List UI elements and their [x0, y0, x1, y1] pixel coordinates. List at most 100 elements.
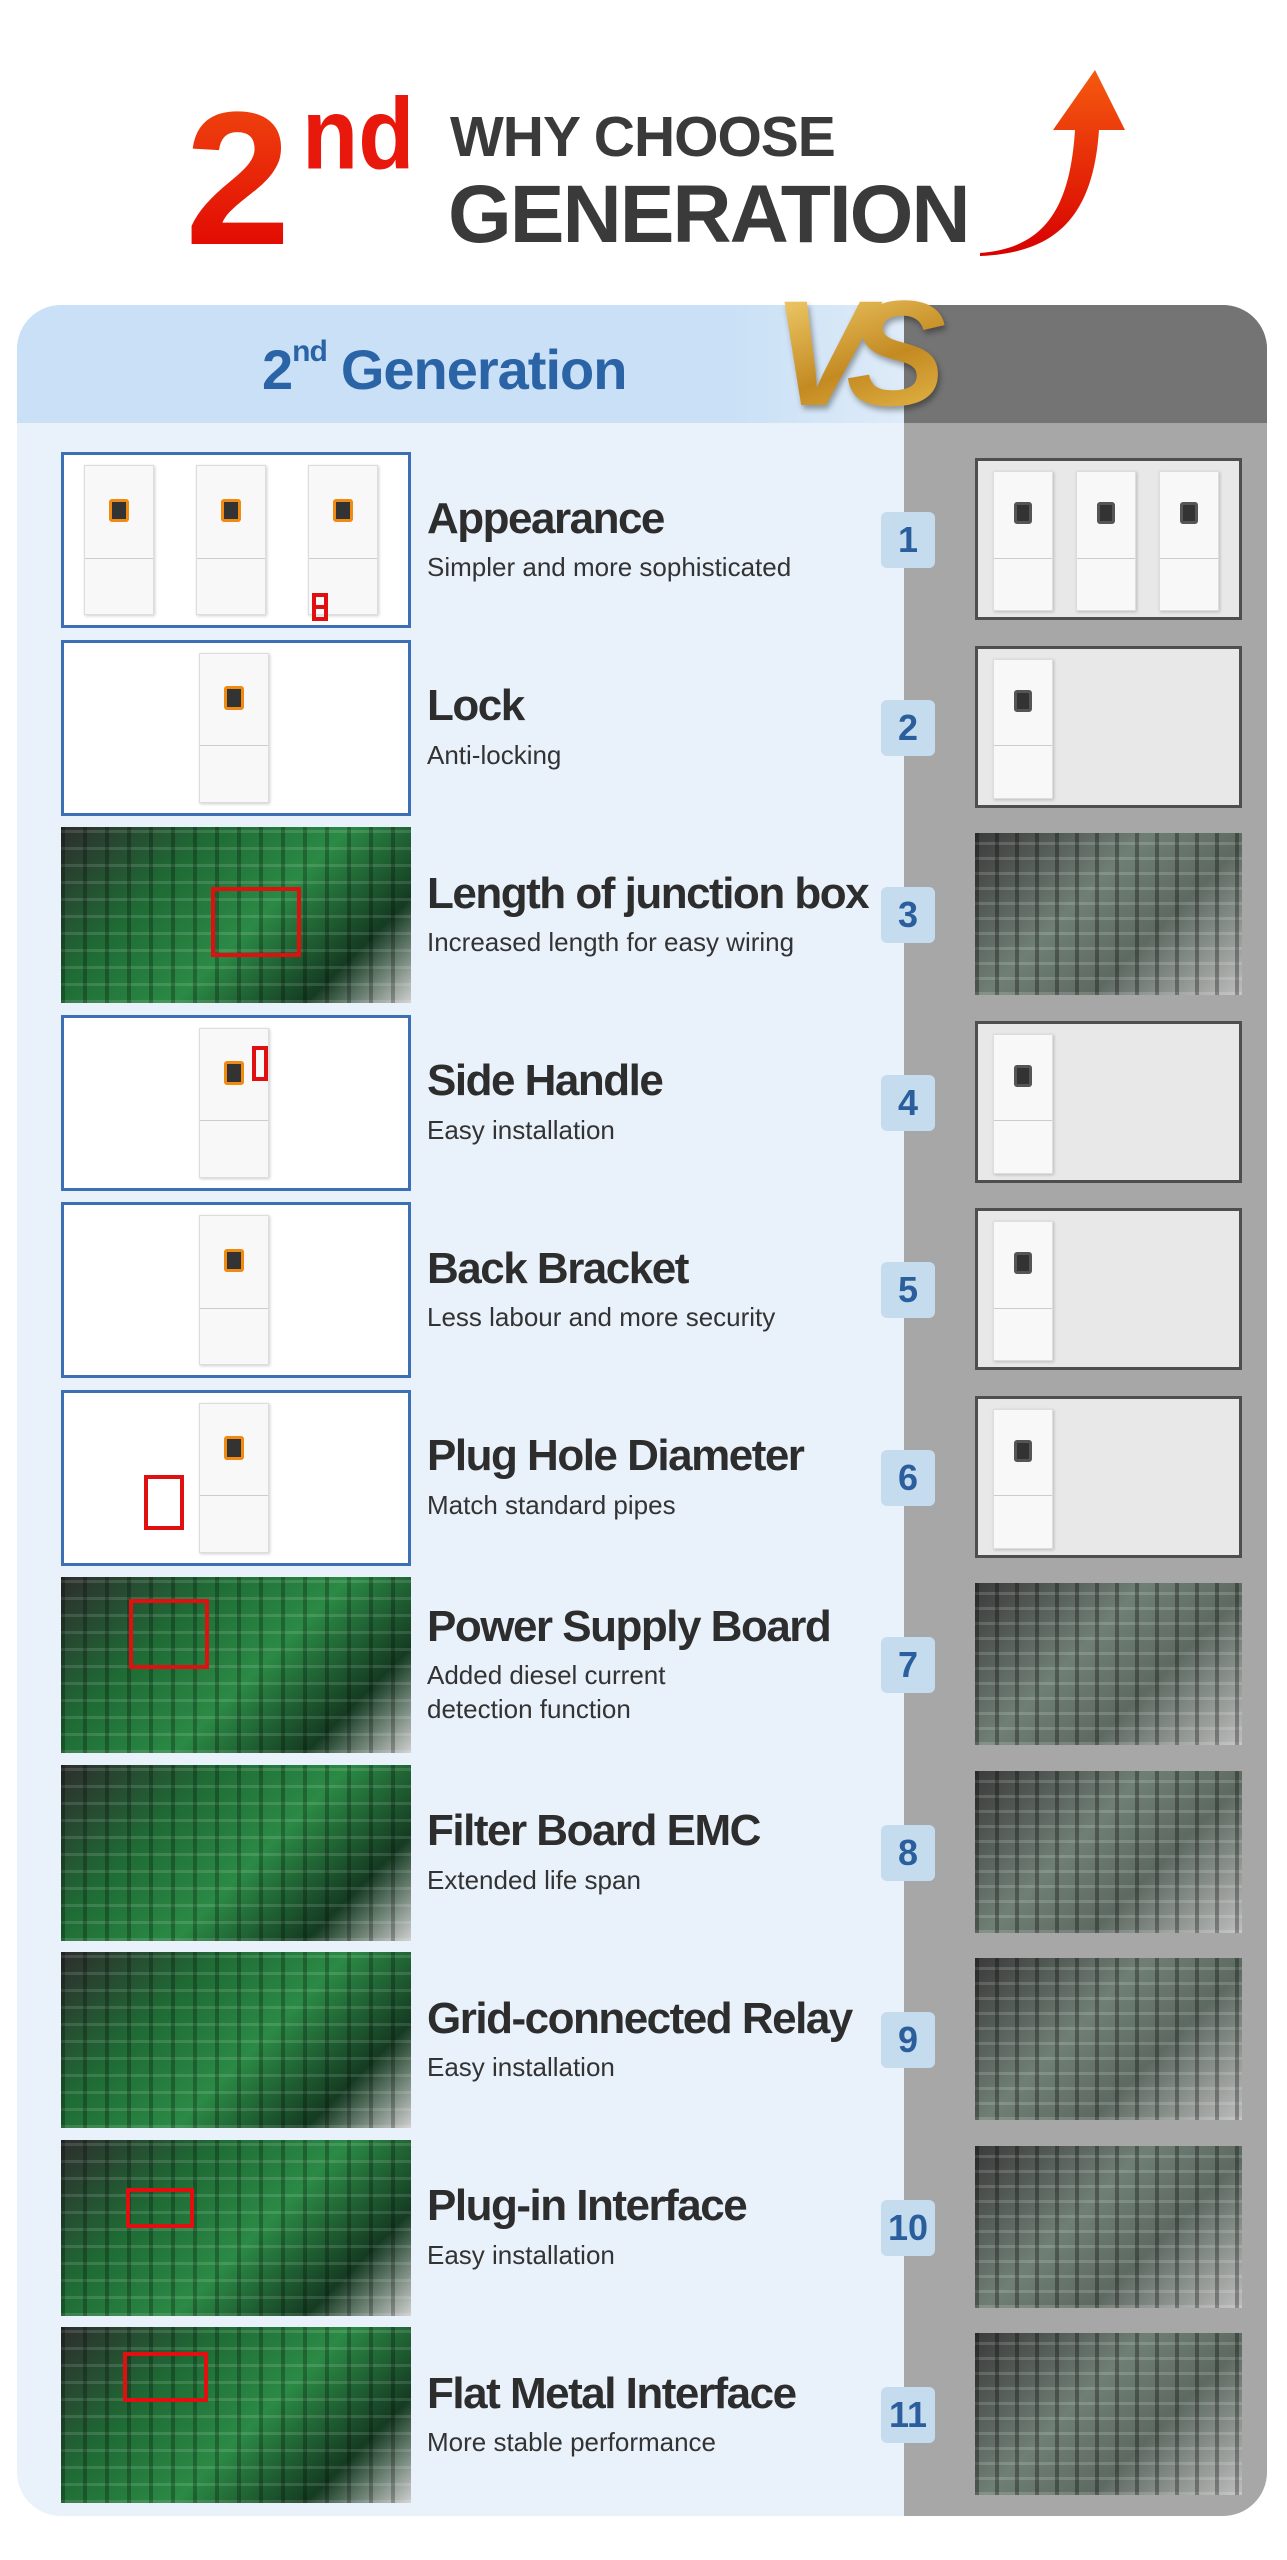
inverter-unit: [199, 1215, 269, 1365]
feature-text: Filter Board EMC Extended life span: [427, 1765, 887, 1941]
feature-title: Plug-in Interface: [427, 2181, 748, 2231]
inverter-unit: [993, 1408, 1053, 1549]
new-generation-photo: [61, 452, 411, 628]
new-generation-photo: [61, 1764, 411, 1941]
comparison-row: Back Bracket Less labour and more securi…: [0, 1202, 1287, 1378]
comparison-row: Length of junction box Increased length …: [0, 827, 1287, 1003]
comparison-row: Flat Metal Interface More stable perform…: [0, 2327, 1287, 2503]
inverter-unit: [993, 1221, 1053, 1361]
feature-description: Easy installation: [427, 2239, 615, 2270]
feature-number-badge: 11: [881, 2387, 935, 2443]
feature-description: Extended life span: [427, 1864, 641, 1895]
feature-title: Appearance: [427, 493, 665, 543]
inverter-unit: [1159, 471, 1219, 611]
feature-text: Flat Metal Interface More stable perform…: [427, 2327, 887, 2503]
hero-ordinal-suffix: nd: [302, 78, 415, 191]
old-generation-photo: [975, 645, 1242, 808]
feature-description: More stable performance: [427, 2427, 717, 2458]
comparison-row: Appearance Simpler and more sophisticate…: [0, 452, 1287, 628]
feature-title: Filter Board EMC: [427, 1806, 761, 1856]
feature-number-badge: 5: [881, 1262, 935, 1318]
highlight-box: [211, 887, 301, 957]
feature-title: Grid-connected Relay: [427, 1993, 853, 2043]
comparison-row: Plug Hole Diameter Match standard pipes …: [0, 1389, 1287, 1566]
vs-logo: VS: [772, 278, 972, 448]
feature-text: Plug-in Interface Easy installation: [427, 2140, 887, 2316]
old-generation-photo: [975, 458, 1242, 620]
new-generation-photo: [61, 2139, 411, 2316]
inverter-unit: [308, 465, 378, 615]
feature-text: Lock Anti-locking: [427, 640, 887, 816]
new-generation-photo: [61, 827, 411, 1003]
feature-description: Added diesel current detection function: [427, 1660, 666, 1725]
feature-text: Back Bracket Less labour and more securi…: [427, 1202, 887, 1378]
comparison-row: Grid-connected Relay Easy installation 9: [0, 1952, 1287, 2128]
hero-line2: GENERATION: [448, 169, 971, 260]
old-generation-title: Old Generation: [965, 43, 1175, 76]
old-generation-photo: [975, 2333, 1242, 2495]
old-generation-photo: [975, 1020, 1242, 1183]
feature-number-badge: 6: [881, 1449, 935, 1506]
highlight-box: [123, 2352, 208, 2402]
feature-description: Simpler and more sophisticated: [427, 552, 792, 583]
inverter-unit: [993, 471, 1053, 611]
feature-title: Lock: [427, 681, 525, 731]
up-arrow-icon: [980, 70, 1125, 256]
feature-number-badge: 9: [881, 2012, 935, 2068]
feature-number-badge: 10: [881, 2199, 935, 2256]
old-generation-photo: [975, 833, 1242, 995]
new-generation-photo: [61, 1389, 411, 1566]
comparison-row: Side Handle Easy installation 4: [0, 1014, 1287, 1191]
new-generation-photo: [61, 1014, 411, 1191]
highlight-box: [129, 1599, 209, 1669]
feature-number-badge: 3: [881, 887, 935, 943]
feature-description: Easy installation: [427, 2052, 615, 2083]
feature-description: Anti-locking: [427, 739, 562, 770]
comparison-row: Lock Anti-locking 2: [0, 639, 1287, 816]
inverter-unit: [84, 465, 154, 615]
feature-description: Increased length for easy wiring: [427, 927, 795, 958]
hero-line1: WHY CHOOSE: [450, 105, 836, 169]
old-generation-photo: [975, 1395, 1242, 1558]
old-generation-photo: [975, 1583, 1242, 1745]
comparison-row: Filter Board EMC Extended life span 8: [0, 1764, 1287, 1941]
comparison-row: Plug-in Interface Easy installation 10: [0, 2139, 1287, 2316]
old-generation-photo: [975, 1208, 1242, 1370]
feature-description: Match standard pipes: [427, 1489, 676, 1520]
highlight-box: [312, 593, 328, 609]
highlight-box: [144, 1474, 184, 1530]
inverter-unit: [196, 465, 266, 615]
old-generation-photo: [975, 1958, 1242, 2120]
feature-title: Back Bracket: [427, 1243, 689, 1293]
feature-text: Power Supply Board Added diesel current …: [427, 1577, 887, 1753]
feature-title: Length of junction box: [427, 868, 870, 918]
inverter-unit: [993, 658, 1053, 799]
old-generation-header: [904, 305, 1267, 423]
comparison-row: Power Supply Board Added diesel current …: [0, 1577, 1287, 1753]
new-generation-photo: [61, 1577, 411, 1753]
feature-text: Grid-connected Relay Easy installation: [427, 1952, 887, 2128]
inverter-unit: [1076, 471, 1136, 611]
hero-ordinal-number: 2: [185, 73, 291, 285]
new-generation-photo: [61, 639, 411, 816]
feature-number-badge: 1: [881, 512, 935, 568]
inverter-unit: [199, 1027, 269, 1178]
old-generation-photo: [975, 2145, 1242, 2308]
inverter-unit: [199, 652, 269, 803]
old-generation-photo: [975, 1770, 1242, 1933]
feature-title: Flat Metal Interface: [427, 2368, 797, 2418]
new-generation-photo: [61, 1202, 411, 1378]
feature-title: Plug Hole Diameter: [427, 1431, 805, 1481]
inverter-unit: [199, 1402, 269, 1553]
highlight-box: [252, 1045, 268, 1081]
feature-text: Length of junction box Increased length …: [427, 827, 887, 1003]
feature-number-badge: 8: [881, 1824, 935, 1881]
feature-description: Less labour and more security: [427, 1302, 776, 1333]
inverter-unit: [993, 1033, 1053, 1174]
feature-number-badge: 7: [881, 1637, 935, 1693]
new-generation-photo: [61, 2327, 411, 2503]
feature-text: Appearance Simpler and more sophisticate…: [427, 452, 887, 628]
feature-text: Plug Hole Diameter Match standard pipes: [427, 1390, 887, 1566]
